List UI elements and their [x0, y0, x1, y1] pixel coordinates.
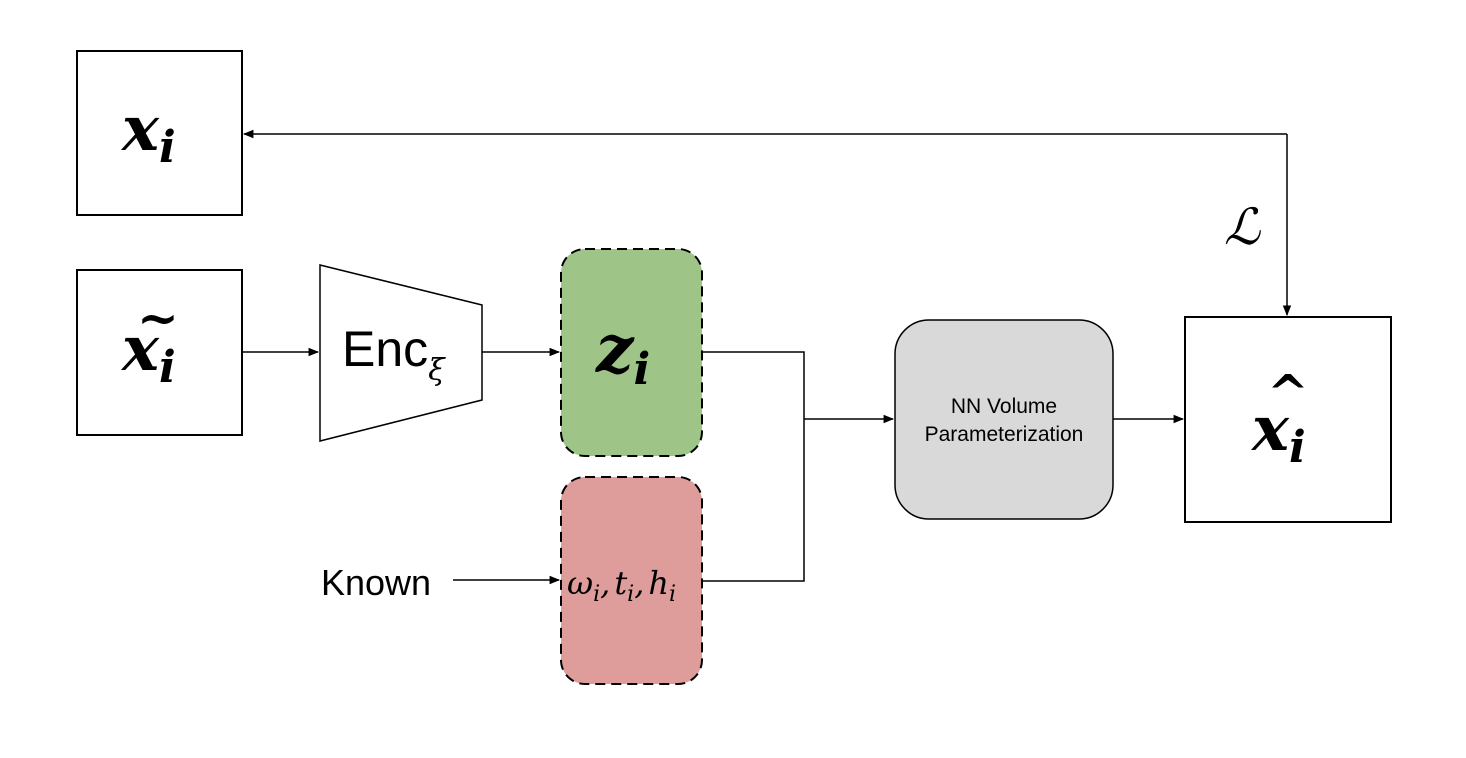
known-params-box: ωi,ti,hi [560, 476, 703, 685]
reconstruction-box: ^ xi [1184, 316, 1392, 523]
target-image-box: xi [76, 50, 243, 216]
reconstruction-label: xi [1250, 392, 1306, 473]
nn-volume-label-line2: Parameterization [925, 423, 1084, 446]
latent-label: zi [595, 310, 650, 395]
encoder-block: Encξ [319, 264, 483, 442]
latent-box: zi [560, 248, 703, 457]
known-params-label: ωi,ti,hi [567, 564, 676, 607]
encoder-label: Encξ [342, 321, 446, 388]
nn-volume-block: NN Volume Parameterization [894, 319, 1114, 520]
nn-volume-label-line1: NN Volume [951, 395, 1057, 418]
known-label: Known [321, 562, 431, 603]
input-image-label: xi [120, 312, 176, 393]
input-image-box: ~ xi [76, 269, 243, 436]
merge-connector [702, 351, 805, 582]
target-image-label: xi [120, 92, 176, 173]
hat-accent: ^ [1267, 363, 1309, 422]
tilde-accent: ~ [137, 288, 179, 347]
loss-label: ℒ [1224, 198, 1261, 256]
